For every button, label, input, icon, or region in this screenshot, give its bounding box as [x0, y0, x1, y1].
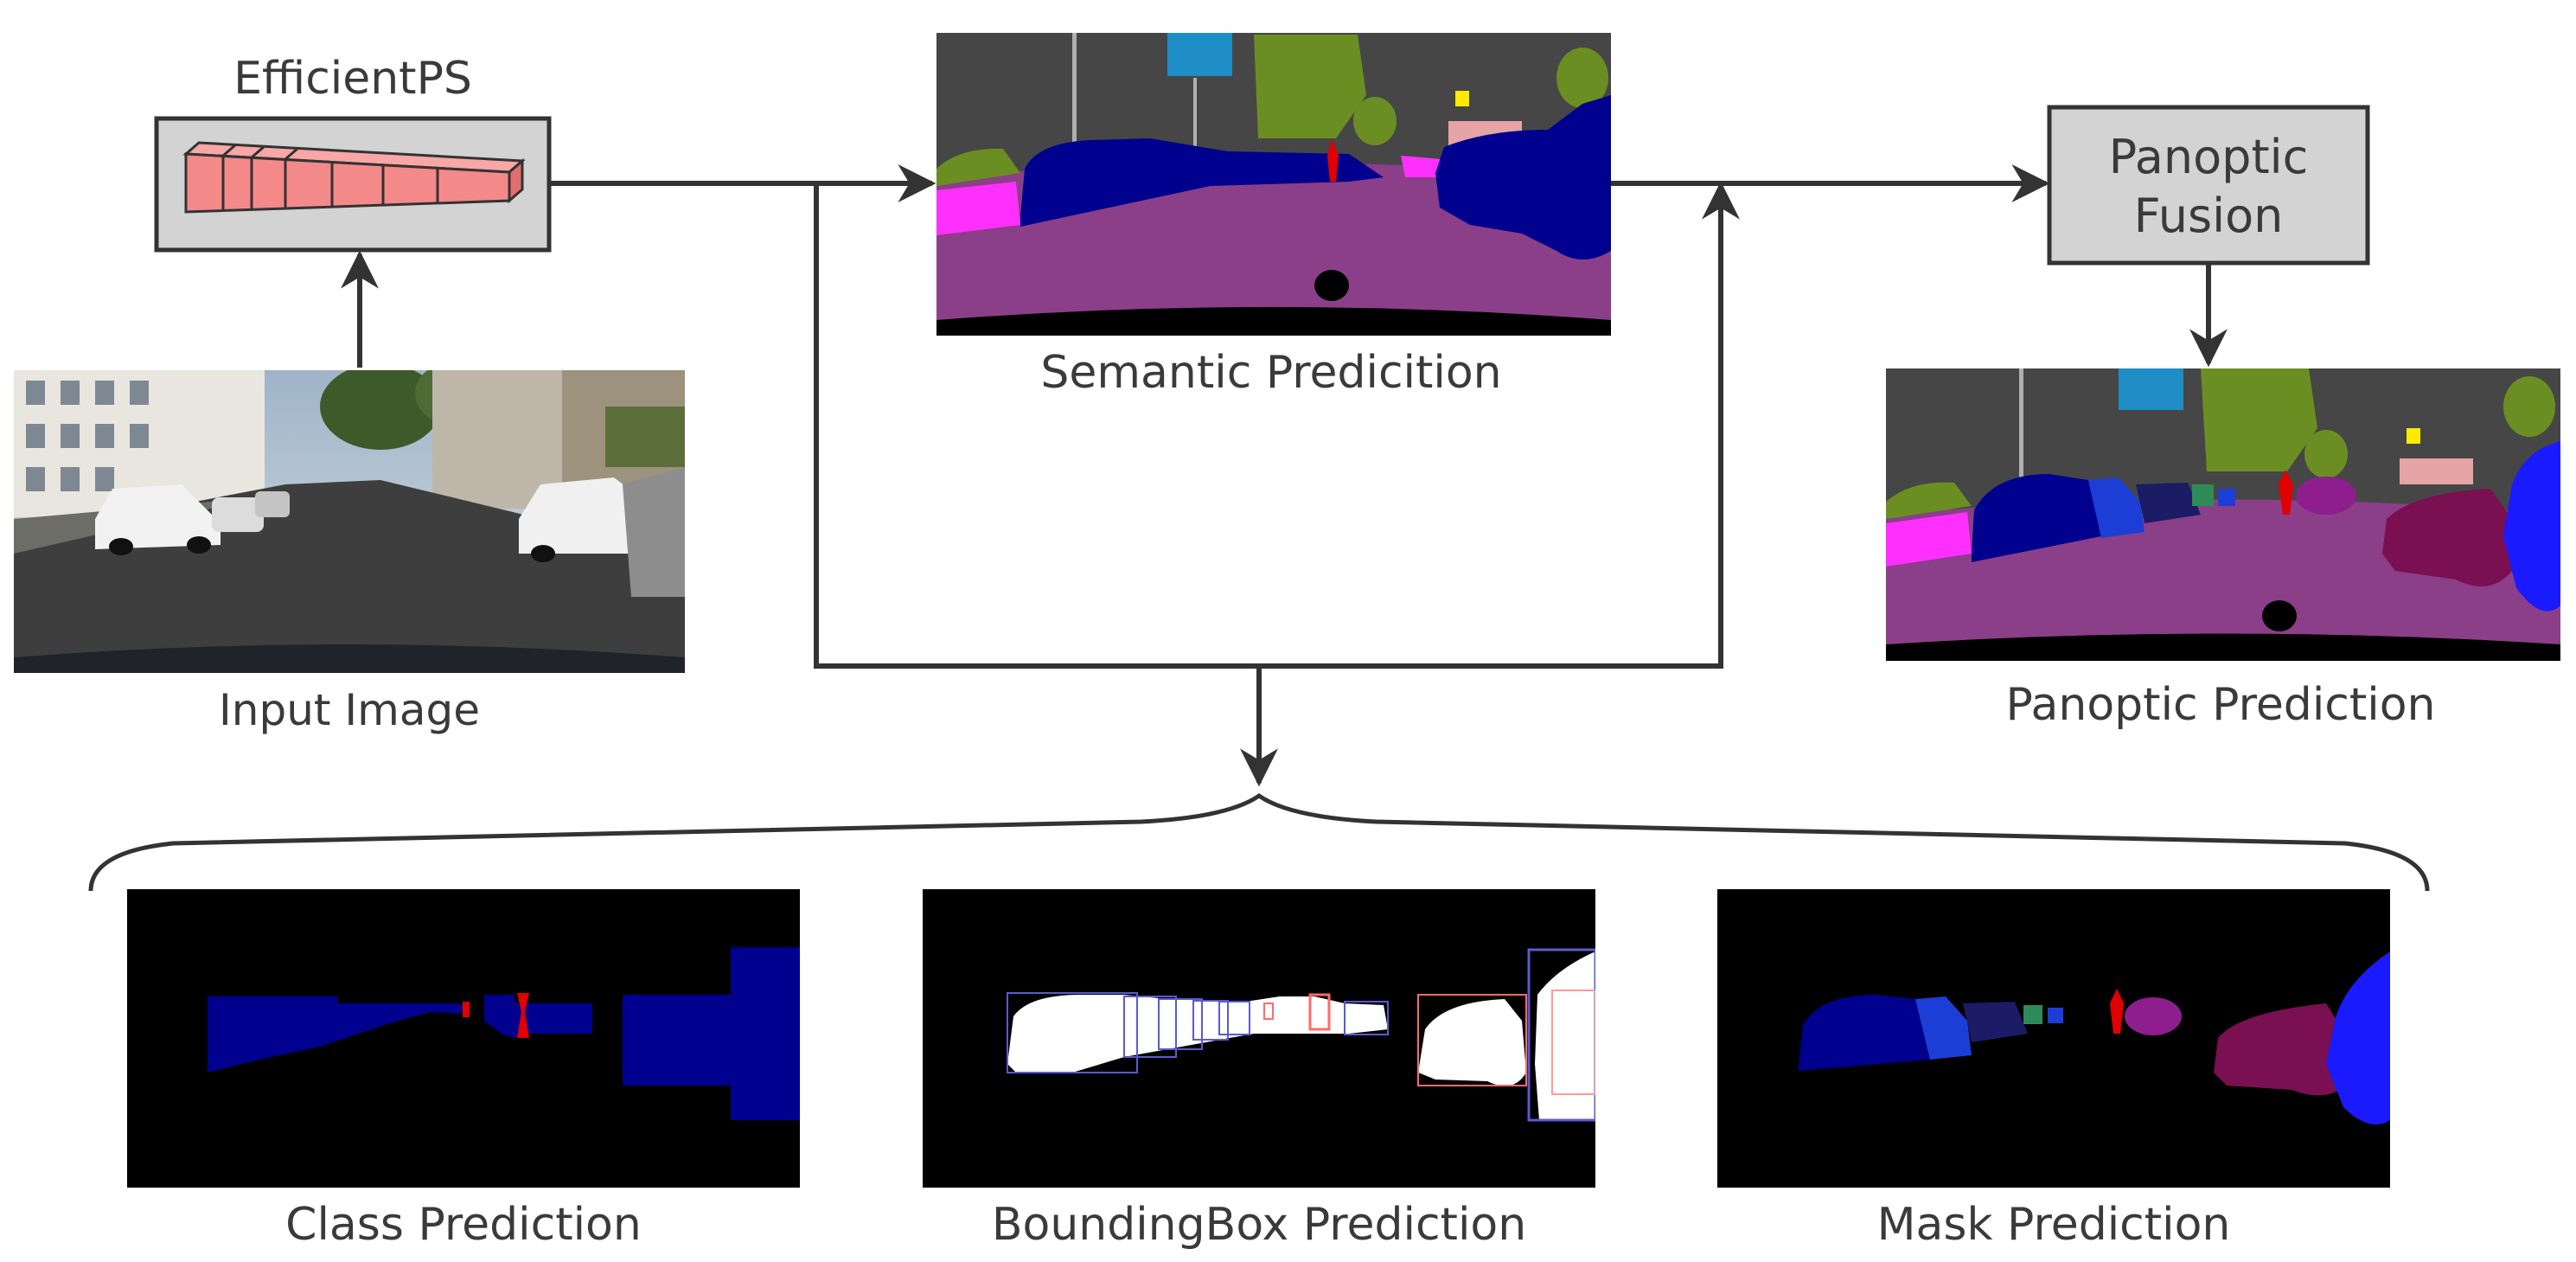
panoptic-fusion-label-2: Fusion — [2134, 189, 2284, 243]
loop-connector — [814, 183, 1723, 669]
boundingbox-prediction-label: BoundingBox Prediction — [992, 1199, 1526, 1251]
semantic-prediction-label: Semantic Predicition — [1040, 347, 1501, 399]
connectors — [341, 164, 2228, 787]
panoptic-fusion-block: Panoptic Fusion — [2047, 105, 2370, 266]
panoptic-fusion-label-1: Panoptic — [2109, 130, 2309, 184]
input-image — [14, 370, 685, 673]
class-prediction-label: Class Prediction — [285, 1199, 642, 1251]
boundingbox-prediction-image — [923, 889, 1595, 1188]
semantic-prediction-image — [936, 33, 1611, 336]
class-prediction-image — [127, 889, 800, 1188]
curly-brace-icon — [88, 792, 2430, 892]
mask-prediction-label: Mask Prediction — [1877, 1199, 2231, 1251]
efficientps-network: EfficientPS — [154, 53, 552, 253]
network-title: EfficientPS — [233, 53, 472, 105]
input-image-label: Input Image — [219, 685, 480, 735]
encoder-blocks-icon — [182, 141, 526, 214]
panoptic-prediction-image — [1886, 368, 2560, 661]
panoptic-prediction-label: Panoptic Prediction — [2006, 679, 2436, 731]
panoptic-fusion-box — [2047, 105, 2370, 266]
mask-prediction-image — [1717, 889, 2390, 1188]
